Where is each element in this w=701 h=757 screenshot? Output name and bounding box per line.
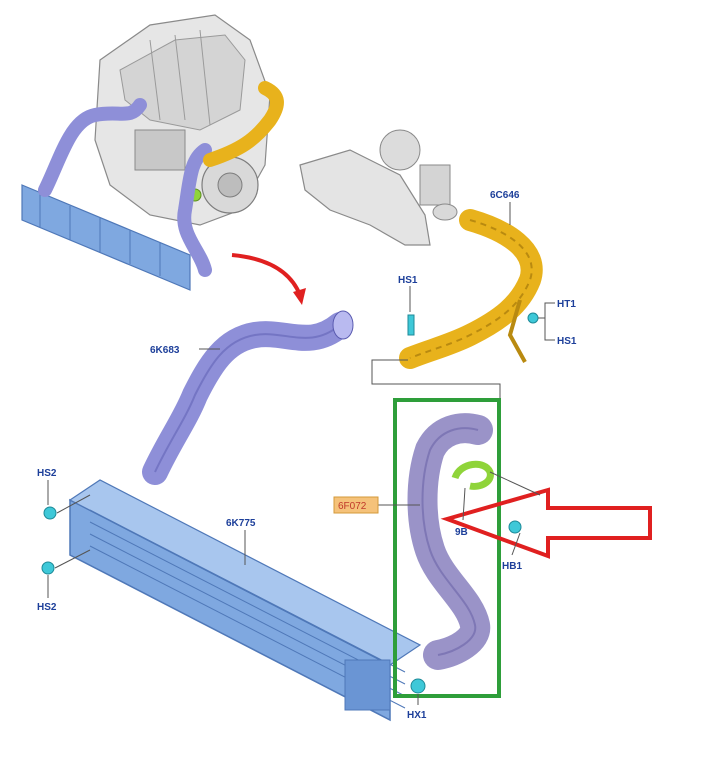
pipe-top-yellow [203, 81, 284, 167]
tag-6f072-bg [333, 496, 379, 514]
intercooler-6k775 [68, 479, 422, 722]
highlight-box [393, 398, 501, 698]
clip-hs2-top [43, 506, 57, 520]
label-6k775: 6K775 [226, 518, 256, 529]
label-hs2-bottom: HS2 [37, 602, 57, 613]
engine-illustration [94, 14, 271, 226]
clip-hb1 [508, 520, 522, 534]
hose-top-right [177, 143, 212, 277]
red-curved-arrow [231, 253, 302, 296]
clamp-hx1 [410, 678, 426, 694]
label-6c646: 6C646 [490, 190, 520, 201]
hose-top-left [38, 98, 147, 197]
label-6f072: 6F072 [338, 501, 367, 512]
label-hx1: HX1 [407, 710, 427, 721]
clamp-9b [451, 460, 494, 490]
label-hb1: HB1 [502, 561, 522, 572]
label-9b: 9B [455, 527, 468, 538]
label-6k683: 6K683 [150, 345, 180, 356]
hose-6k683 [142, 312, 353, 485]
label-hs1-right: HS1 [557, 336, 577, 347]
label-hs1-top: HS1 [398, 275, 418, 286]
label-hs2-top: HS2 [37, 468, 57, 479]
clip-hs2-bottom [41, 561, 55, 575]
turbo-manifold [299, 129, 458, 246]
red-pointer-arrow [440, 487, 652, 559]
label-ht1: HT1 [557, 299, 576, 310]
clip-hs1-right [527, 312, 539, 324]
intercooler-top [21, 184, 191, 291]
clip-hs1-top [407, 314, 415, 336]
